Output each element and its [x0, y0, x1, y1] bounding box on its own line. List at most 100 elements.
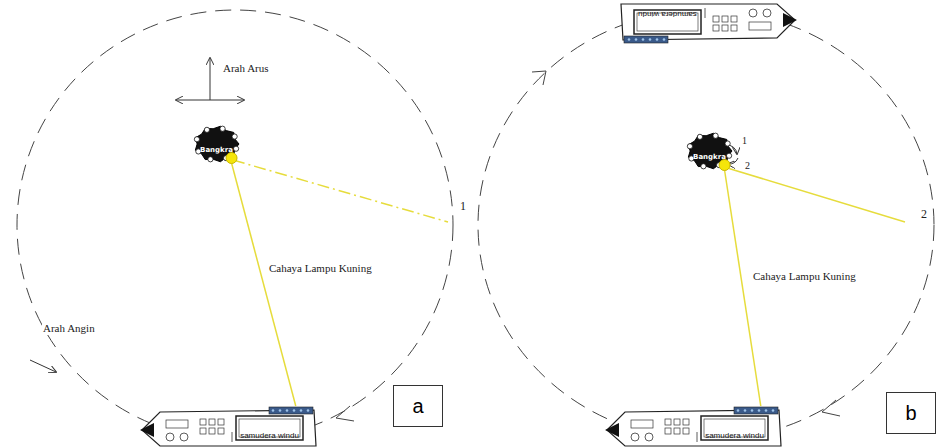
float-dot: [701, 164, 706, 169]
hull: [607, 410, 781, 446]
buoy-name: Bangkra: [200, 147, 233, 155]
tank-dot: [635, 38, 638, 41]
panel-tag: a: [393, 385, 443, 427]
hatch: [209, 419, 215, 425]
tank-dot: [751, 409, 754, 412]
post: [232, 432, 233, 442]
tank-dot: [649, 38, 652, 41]
bow: [140, 423, 154, 437]
bangkra-buoy: Bangkra: [193, 125, 240, 163]
light-beam: [724, 167, 905, 222]
current-arrow: [176, 100, 244, 101]
bow: [783, 13, 797, 27]
deck-box: [749, 22, 771, 30]
boat-outline: [620, 4, 797, 44]
float-dot: [232, 134, 237, 139]
boat-figure: samudera windu: [605, 406, 782, 446]
tank-dot: [772, 409, 775, 412]
light-beam: [232, 163, 296, 406]
callout-number: 2: [744, 160, 751, 172]
tank-dot: [737, 409, 740, 412]
hatch: [731, 25, 737, 31]
float-dot: [220, 126, 225, 131]
post: [697, 432, 698, 442]
current-arrow: [210, 58, 211, 100]
tank-dot: [656, 38, 659, 41]
float-dot: [233, 146, 238, 151]
float-dot: [208, 157, 213, 162]
hatch: [209, 428, 215, 434]
tank-dot: [758, 409, 761, 412]
deck-box: [166, 420, 188, 428]
tank-dot: [765, 409, 768, 412]
hatch: [200, 428, 206, 434]
tank-dot: [293, 409, 296, 412]
tank-dot: [663, 38, 666, 41]
hatch: [218, 428, 224, 434]
panel-letter: b: [905, 402, 916, 424]
callout-number: 1: [741, 135, 748, 147]
winch: [749, 9, 757, 17]
hatch: [200, 419, 206, 425]
buoy-name: Bangkra: [693, 154, 726, 162]
tank-dot: [642, 38, 645, 41]
float-dot: [204, 127, 209, 132]
tank-dot: [279, 409, 282, 412]
beam-label: Cahaya Lampu Kuning: [268, 262, 373, 275]
float-dot: [713, 133, 718, 138]
float-dot: [726, 153, 731, 158]
tank-dot: [628, 38, 631, 41]
hatch: [674, 419, 680, 425]
hatch: [722, 25, 728, 31]
hatch: [665, 419, 671, 425]
boat-figure: samudera windu: [140, 406, 317, 446]
hull: [142, 410, 316, 446]
panel-letter: a: [412, 395, 423, 417]
wind-arrow: [30, 360, 56, 372]
hatch: [731, 16, 737, 22]
buoy-outline: [193, 125, 240, 163]
float-dot: [725, 141, 730, 146]
bangkra-buoy: Bangkra: [686, 132, 733, 170]
hatch: [683, 428, 689, 434]
post: [705, 8, 706, 18]
hatch: [683, 419, 689, 425]
deck-tank: [269, 407, 313, 414]
light-beam: [233, 160, 448, 222]
orbit-circle: [17, 10, 453, 440]
hull: [621, 4, 795, 40]
cabin: [701, 416, 768, 440]
deck-box: [631, 420, 653, 428]
orbit-arrow: [532, 71, 546, 85]
orbit-arrow: [336, 406, 354, 421]
hatch: [713, 25, 719, 31]
light-beam: [725, 170, 761, 406]
boat-outline: [605, 406, 782, 446]
tank-dot: [307, 409, 310, 412]
winch: [763, 9, 771, 17]
float-dot: [687, 144, 692, 149]
winch: [180, 433, 188, 441]
direction-label: Arah Arus: [222, 62, 270, 75]
tank-dot: [272, 409, 275, 412]
orbit-circle: [478, 10, 934, 440]
cabin: [236, 416, 303, 440]
tank-dot: [300, 409, 303, 412]
hatch: [665, 428, 671, 434]
orbit-arrow: [822, 400, 840, 416]
boat-name: samudera windu: [705, 432, 764, 441]
float-dot: [194, 137, 199, 142]
hatch: [218, 419, 224, 425]
beam-label: Cahaya Lampu Kuning: [752, 270, 857, 283]
boat-figure: samudera windu: [620, 4, 797, 44]
hatch: [722, 16, 728, 22]
boat-name: samudera windu: [638, 10, 697, 19]
callout-number: 2: [920, 208, 928, 222]
boat-name: samudera windu: [240, 432, 299, 441]
cabin: [634, 10, 701, 34]
buoy-outline: [686, 132, 733, 170]
boat-outline: [140, 406, 317, 446]
hatch: [674, 428, 680, 434]
